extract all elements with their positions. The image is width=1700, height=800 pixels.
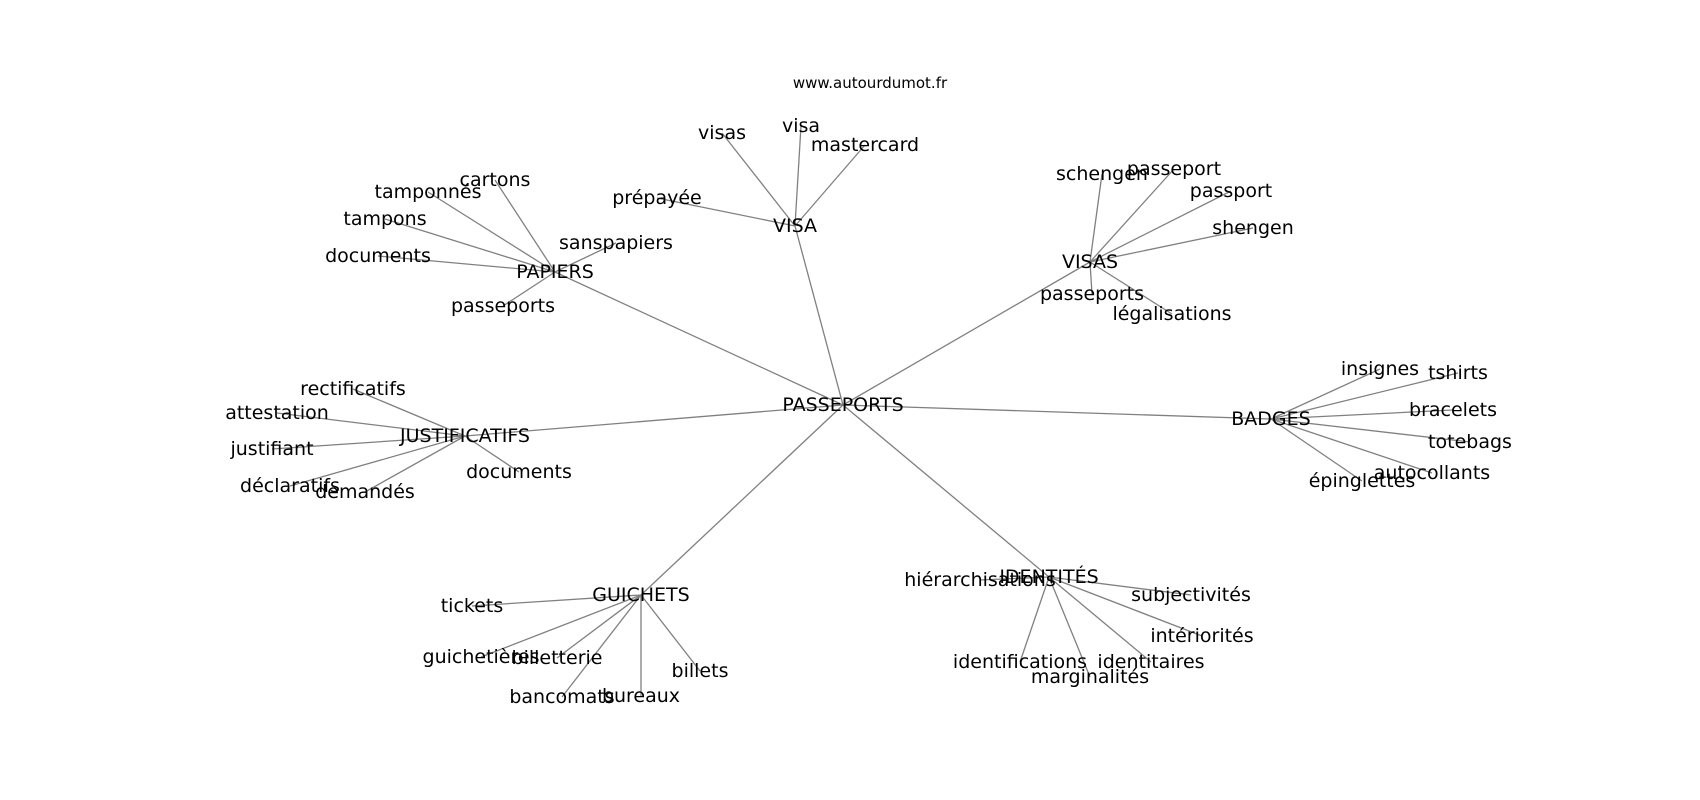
- edge-hub-to-leaf: [794, 125, 802, 227]
- hub-node-label: VISA: [773, 215, 817, 237]
- leaf-node-label: passeports: [1040, 283, 1144, 305]
- leaf-node-label: justifiant: [229, 438, 313, 460]
- edge-hub-to-leaf: [1048, 576, 1091, 678]
- edge-hub-to-leaf: [1270, 372, 1459, 420]
- edge-hub-to-leaf: [377, 255, 556, 273]
- leaf-node-label: tampons: [343, 208, 426, 230]
- edge-hub-to-leaf: [794, 144, 866, 227]
- leaf-node-label: bancomats: [509, 686, 614, 708]
- edge-hub-to-leaf: [1089, 227, 1254, 263]
- leaf-node-label: subjectivités: [1131, 584, 1251, 606]
- edge-center-to-hub: [554, 271, 844, 406]
- leaf-node-label: tshirts: [1428, 362, 1488, 384]
- hub-node-label: IDENTITÉS: [999, 565, 1098, 588]
- leaf-node-label: déclaratifs: [240, 475, 340, 497]
- edge-hub-to-leaf: [1048, 576, 1203, 637]
- edge-hub-to-leaf: [464, 435, 520, 473]
- hub-node-label: PAPIERS: [516, 261, 594, 283]
- edge-hub-to-leaf: [1048, 576, 1152, 663]
- leaf-node-label: insignes: [1341, 358, 1419, 380]
- leaf-node-label: totebags: [1428, 431, 1512, 453]
- edge-hub-to-leaf: [1270, 368, 1381, 420]
- edge-hub-to-leaf: [1089, 168, 1175, 263]
- edge-hub-to-leaf: [427, 191, 556, 273]
- edge-hub-to-leaf: [1089, 173, 1103, 263]
- edge-hub-to-leaf: [656, 197, 796, 227]
- leaf-node-label: passport: [1190, 180, 1272, 202]
- leaf-node-label: autocollants: [1374, 462, 1490, 484]
- leaf-node-label: tickets: [441, 595, 504, 617]
- edges-layer: [271, 125, 1471, 698]
- edge-hub-to-leaf: [721, 132, 796, 227]
- leaf-node-label: tamponnés: [375, 181, 482, 203]
- edge-hub-to-leaf: [494, 179, 556, 273]
- leaf-node-label: billetterie: [512, 647, 603, 669]
- leaf-node-label: passeport: [1127, 158, 1221, 180]
- edge-hub-to-leaf: [1048, 576, 1192, 596]
- edge-hub-to-leaf: [271, 435, 466, 450]
- edge-hub-to-leaf: [1019, 576, 1050, 663]
- leaf-node-label: billets: [672, 660, 729, 682]
- edge-hub-to-leaf: [471, 594, 642, 607]
- source-label: www.autourdumot.fr: [793, 74, 948, 92]
- edge-center-to-hub: [464, 404, 844, 437]
- edge-hub-to-leaf: [384, 218, 556, 273]
- leaf-node-label: bureaux: [602, 685, 680, 707]
- leaf-node-label: marginalités: [1031, 666, 1149, 688]
- edge-hub-to-leaf: [554, 242, 617, 273]
- edge-hub-to-leaf: [352, 388, 466, 437]
- edge-hub-to-leaf: [364, 435, 466, 493]
- leaf-node-label: shengen: [1212, 217, 1293, 239]
- edge-hub-to-leaf: [1270, 418, 1471, 443]
- edge-center-to-hub: [842, 261, 1091, 406]
- hub-node-label: BADGES: [1231, 408, 1310, 430]
- leaf-node-label: hiérarchisations: [904, 569, 1055, 591]
- leaf-node-label: rectificatifs: [300, 378, 406, 400]
- edge-center-to-hub: [640, 404, 844, 596]
- leaf-node-label: documents: [325, 245, 431, 267]
- edge-hub-to-leaf: [561, 594, 642, 698]
- edge-hub-to-leaf: [480, 594, 642, 658]
- hub-node-label: GUICHETS: [592, 584, 689, 606]
- leaf-node-label: guichetières: [423, 646, 540, 668]
- leaf-node-label: visa: [782, 115, 820, 137]
- leaf-node-label: légalisations: [1112, 303, 1231, 325]
- leaf-node-label: documents: [466, 461, 572, 483]
- edge-hub-to-leaf: [1270, 418, 1363, 482]
- edge-hub-to-leaf: [276, 412, 466, 437]
- leaf-node-label: passeports: [451, 295, 555, 317]
- hub-node-label: JUSTIFICATIFS: [399, 425, 530, 447]
- leaf-node-label: épinglettes: [1309, 470, 1416, 492]
- edge-hub-to-leaf: [556, 594, 642, 659]
- edge-hub-to-leaf: [502, 271, 556, 307]
- edge-hub-to-leaf: [1089, 261, 1173, 315]
- edge-center-to-hub: [842, 404, 1050, 578]
- leaf-node-label: identitaires: [1097, 651, 1204, 673]
- leaf-node-label: attestation: [225, 402, 329, 424]
- leaf-node-label: visas: [698, 122, 746, 144]
- leaf-node-label: prépayée: [612, 187, 701, 209]
- edge-hub-to-leaf: [979, 576, 1050, 581]
- leaf-node-label: cartons: [460, 169, 531, 191]
- leaf-node-label: identifications: [953, 651, 1087, 673]
- leaf-node-label: sanspapiers: [559, 232, 673, 254]
- leaf-node-label: bracelets: [1409, 399, 1497, 421]
- leaf-node-label: demandés: [315, 481, 415, 503]
- edge-hub-to-leaf: [1270, 409, 1454, 420]
- edge-center-to-hub: [842, 404, 1272, 420]
- leaf-node-label: schengen: [1056, 163, 1148, 185]
- edge-hub-to-leaf: [289, 435, 466, 487]
- edge-hub-to-leaf: [1089, 261, 1093, 295]
- edge-hub-to-leaf: [1270, 418, 1433, 474]
- edge-center-to-hub: [794, 225, 844, 406]
- leaf-node-label: mastercard: [811, 134, 919, 156]
- hub-node-label: VISAS: [1062, 251, 1118, 273]
- edge-hub-to-leaf: [640, 594, 701, 672]
- edge-hub-to-leaf: [1089, 190, 1232, 263]
- center-node-label: PASSEPORTS: [782, 394, 903, 416]
- leaf-node-label: intériorités: [1150, 625, 1253, 647]
